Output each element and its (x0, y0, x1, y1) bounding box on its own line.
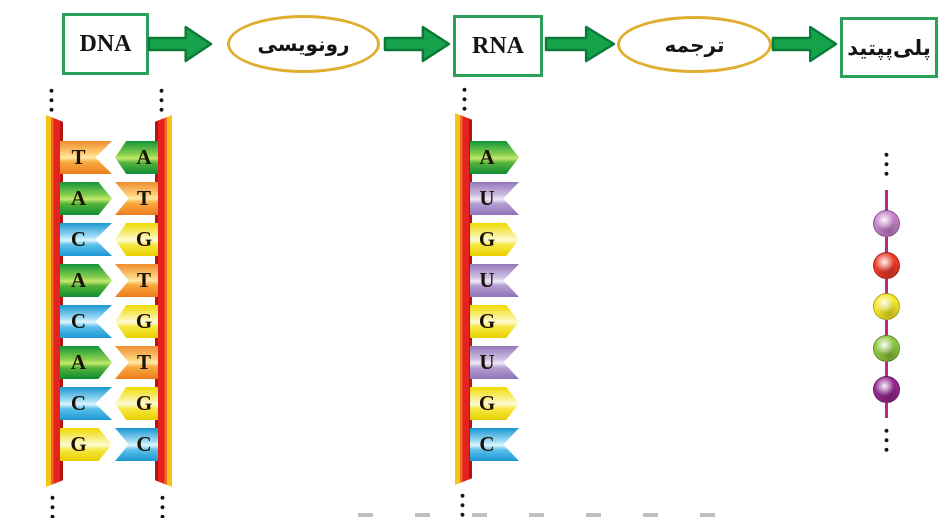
amino-acid-bead (873, 210, 900, 237)
rna-top-dots (462, 85, 467, 112)
amino-acid-bead (873, 251, 900, 279)
dna-right-base-t: T (115, 182, 158, 215)
dna-right-base-g: G (115, 223, 158, 256)
dna-right-base-g: G (115, 387, 158, 420)
cropped-caption-remnant (358, 513, 748, 517)
dna-right-base-c: C (115, 428, 158, 461)
transcription-label: رونویسی (257, 32, 350, 56)
dna-label: DNA (79, 30, 132, 57)
dna-left-base-c: C (60, 387, 112, 420)
rna-base-u: U (470, 346, 519, 379)
polypeptide-box: پلی‌پپتید (840, 17, 938, 78)
rna-base-g: G (470, 387, 519, 420)
translation-label: ترجمه (664, 32, 725, 57)
rna-bottom-dots (460, 491, 465, 518)
polypeptide-bottom-dots (884, 426, 889, 455)
rna-base-g: G (470, 305, 519, 338)
rna-base-u: U (470, 182, 519, 215)
polypeptide-label: پلی‌پپتید (847, 35, 931, 60)
dna-right-base-t: T (115, 346, 158, 379)
rna-base-c: C (470, 428, 519, 461)
dna-left-backbone (46, 115, 63, 487)
dna-right-bottom-dots (160, 493, 165, 518)
arrow-dna-to-transcription (147, 24, 213, 64)
polypeptide-top-dots (884, 150, 889, 179)
dna-left-base-a: A (60, 264, 112, 297)
dna-left-base-g: G (60, 428, 112, 461)
rna-base-g: G (470, 223, 519, 256)
arrow-transcription-to-rna (383, 24, 451, 64)
dna-left-base-c: C (60, 305, 112, 338)
dna-right-top-dots (159, 86, 164, 113)
dna-left-top-dots (49, 86, 54, 113)
dna-left-base-c: C (60, 223, 112, 256)
rna-box: RNA (453, 15, 543, 77)
rna-label: RNA (472, 32, 524, 59)
dna-right-base-a: A (115, 141, 158, 174)
right-arrow-icon (147, 25, 213, 63)
rna-backbone (455, 113, 472, 485)
rna-base-a: A (470, 141, 519, 174)
amino-acid-bead (873, 376, 900, 403)
transcription-ellipse: رونویسی (227, 15, 380, 73)
translation-ellipse: ترجمه (617, 16, 772, 73)
right-arrow-icon (771, 25, 838, 63)
dna-box: DNA (62, 13, 149, 75)
dna-left-base-a: A (60, 182, 112, 215)
dna-left-base-t: T (60, 141, 112, 174)
arrow-rna-to-translation (544, 24, 616, 64)
dna-right-backbone (155, 115, 172, 487)
dna-left-base-a: A (60, 346, 112, 379)
amino-acid-bead (873, 334, 900, 362)
dna-right-base-t: T (115, 264, 158, 297)
amino-acid-bead (873, 293, 900, 320)
right-arrow-icon (544, 25, 616, 63)
arrow-translation-to-polypeptide (771, 24, 838, 64)
dna-left-bottom-dots (50, 493, 55, 518)
rna-base-u: U (470, 264, 519, 297)
dna-right-base-g: G (115, 305, 158, 338)
right-arrow-icon (383, 25, 451, 63)
